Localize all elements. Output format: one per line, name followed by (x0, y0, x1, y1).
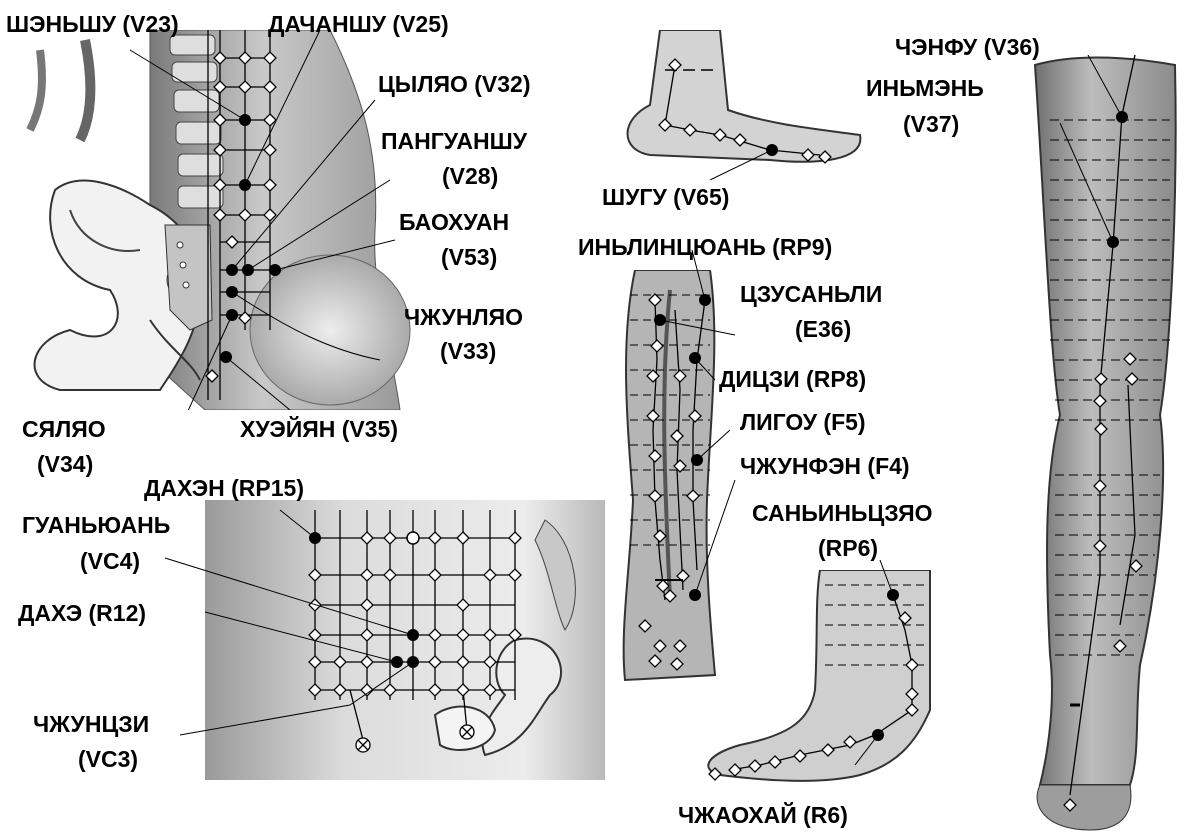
label-shugu: ШУГУ (V65) (602, 184, 729, 211)
label-baohuan: БАОХУАН (399, 209, 509, 236)
label-chenfu: ЧЭНФУ (V36) (895, 34, 1040, 61)
label-tszusanli-code: (E36) (795, 316, 851, 343)
label-zhuntszi: ЧЖУНЦЗИ (33, 711, 149, 738)
label-syalyao-code: (V34) (37, 451, 93, 478)
label-dachanshu: ДАЧАНШУ (V25) (268, 11, 449, 38)
back-sacrum-figure (0, 30, 440, 410)
label-zhunlyao-code: (V33) (440, 338, 496, 365)
label-zhunlyao: ЧЖУНЛЯО (404, 304, 523, 331)
label-guanyuan-code: (VC4) (80, 548, 140, 575)
foot-lateral-figure (620, 30, 870, 180)
label-saninszyao-code: (RP6) (818, 535, 878, 562)
label-tsylyao: ЦЫЛЯО (V32) (378, 71, 531, 98)
label-zhaohai: ЧЖАОХАЙ (R6) (678, 802, 848, 829)
label-inmen-code: (V37) (903, 111, 959, 138)
label-ligou: ЛИГОУ (F5) (740, 409, 866, 436)
label-syalyao: СЯЛЯО (22, 416, 106, 443)
label-guanyuan: ГУАНЬЮАНЬ (22, 512, 170, 539)
label-inmen: ИНЬМЭНЬ (866, 75, 984, 102)
label-dahen: ДАХЭН (RP15) (144, 475, 304, 502)
foot-medial-leaders (840, 560, 940, 770)
label-panguanshu: ПАНГУАНШУ (381, 128, 527, 155)
label-zhuntszi-code: (VC3) (78, 746, 138, 773)
label-saninszyao: САНЬИНЬЦЗЯО (752, 500, 933, 527)
label-shenshu: ШЭНЬШУ (V23) (6, 11, 179, 38)
label-huejyan: ХУЭЙЯН (V35) (240, 416, 398, 443)
label-inlinquan: ИНЬЛИНЦЮАНЬ (RP9) (578, 234, 832, 261)
label-baohuan-code: (V53) (441, 244, 497, 271)
label-tszusanli: ЦЗУСАНЬЛИ (740, 281, 882, 308)
lower-leg-leaders (600, 250, 760, 610)
label-dahe: ДАХЭ (R12) (18, 600, 146, 627)
label-zhunfen: ЧЖУНФЭН (F4) (740, 453, 910, 480)
label-panguanshu-code: (V28) (442, 163, 498, 190)
full-leg-leaders (1060, 55, 1140, 255)
label-ditszi: ДИЦЗИ (RP8) (719, 366, 866, 393)
